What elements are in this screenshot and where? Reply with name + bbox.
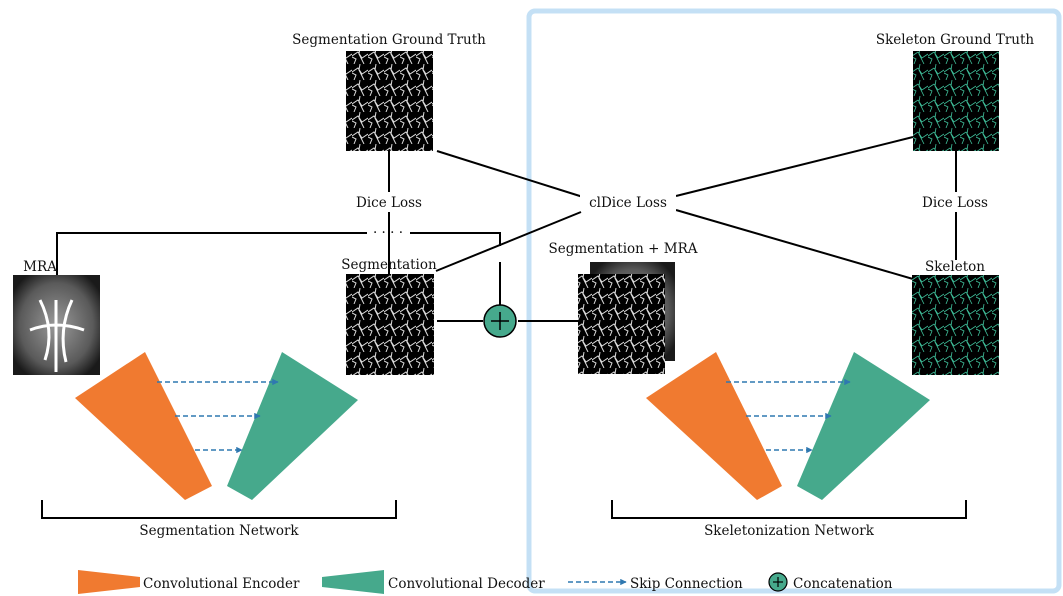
legend-encoder-icon — [78, 570, 140, 594]
skeletonization-highlight-box — [526, 8, 1062, 594]
segmentation-label: Segmentation — [341, 257, 437, 273]
skeleton-image — [912, 275, 999, 375]
cldice-loss-label: clDice Loss — [589, 195, 667, 211]
segmentation-encoder — [75, 352, 212, 500]
mra-vessels — [29, 299, 85, 372]
segmentation-plus-mra-label: Segmentation + MRA — [548, 241, 697, 257]
legend-decoder-icon — [322, 570, 384, 594]
skeleton-ground-truth-image — [913, 51, 999, 151]
skeletonization-network-bracket — [611, 500, 967, 519]
skeleton-ground-truth-label: Skeleton Ground Truth — [876, 32, 1035, 48]
skeletonization-skip-connections — [726, 378, 851, 454]
segmentation-decoder — [227, 352, 358, 500]
dice-loss-right-label: Dice Loss — [922, 195, 988, 211]
skeletonization-encoder — [646, 352, 782, 500]
connection-lines — [56, 136, 957, 322]
segmentation-plus-mra-image — [578, 274, 665, 374]
skeleton-label: Skeleton — [925, 259, 985, 275]
concatenation-node — [483, 304, 517, 338]
legend: Convolutional Encoder Convolutional Deco… — [78, 570, 893, 594]
skeletonization-network-label: Skeletonization Network — [704, 523, 875, 539]
segmentation-skip-connections — [157, 378, 279, 454]
legend-skip-label: Skip Connection — [630, 576, 743, 592]
segmentation-network-label: Segmentation Network — [139, 523, 299, 539]
legend-encoder-label: Convolutional Encoder — [143, 576, 300, 592]
legend-concat-label: Concatenation — [793, 576, 893, 592]
mra-label: MRA — [23, 259, 57, 275]
legend-decoder-label: Convolutional Decoder — [388, 576, 545, 592]
skeletonization-decoder — [797, 352, 930, 500]
segmentation-network-bracket — [41, 500, 397, 519]
segmentation-image — [346, 274, 434, 375]
segmentation-ground-truth-label: Segmentation Ground Truth — [292, 32, 486, 48]
dice-loss-left-label: Dice Loss — [356, 195, 422, 211]
segmentation-ground-truth-image — [346, 51, 433, 151]
ellipsis-dots: · · · · — [373, 225, 403, 241]
